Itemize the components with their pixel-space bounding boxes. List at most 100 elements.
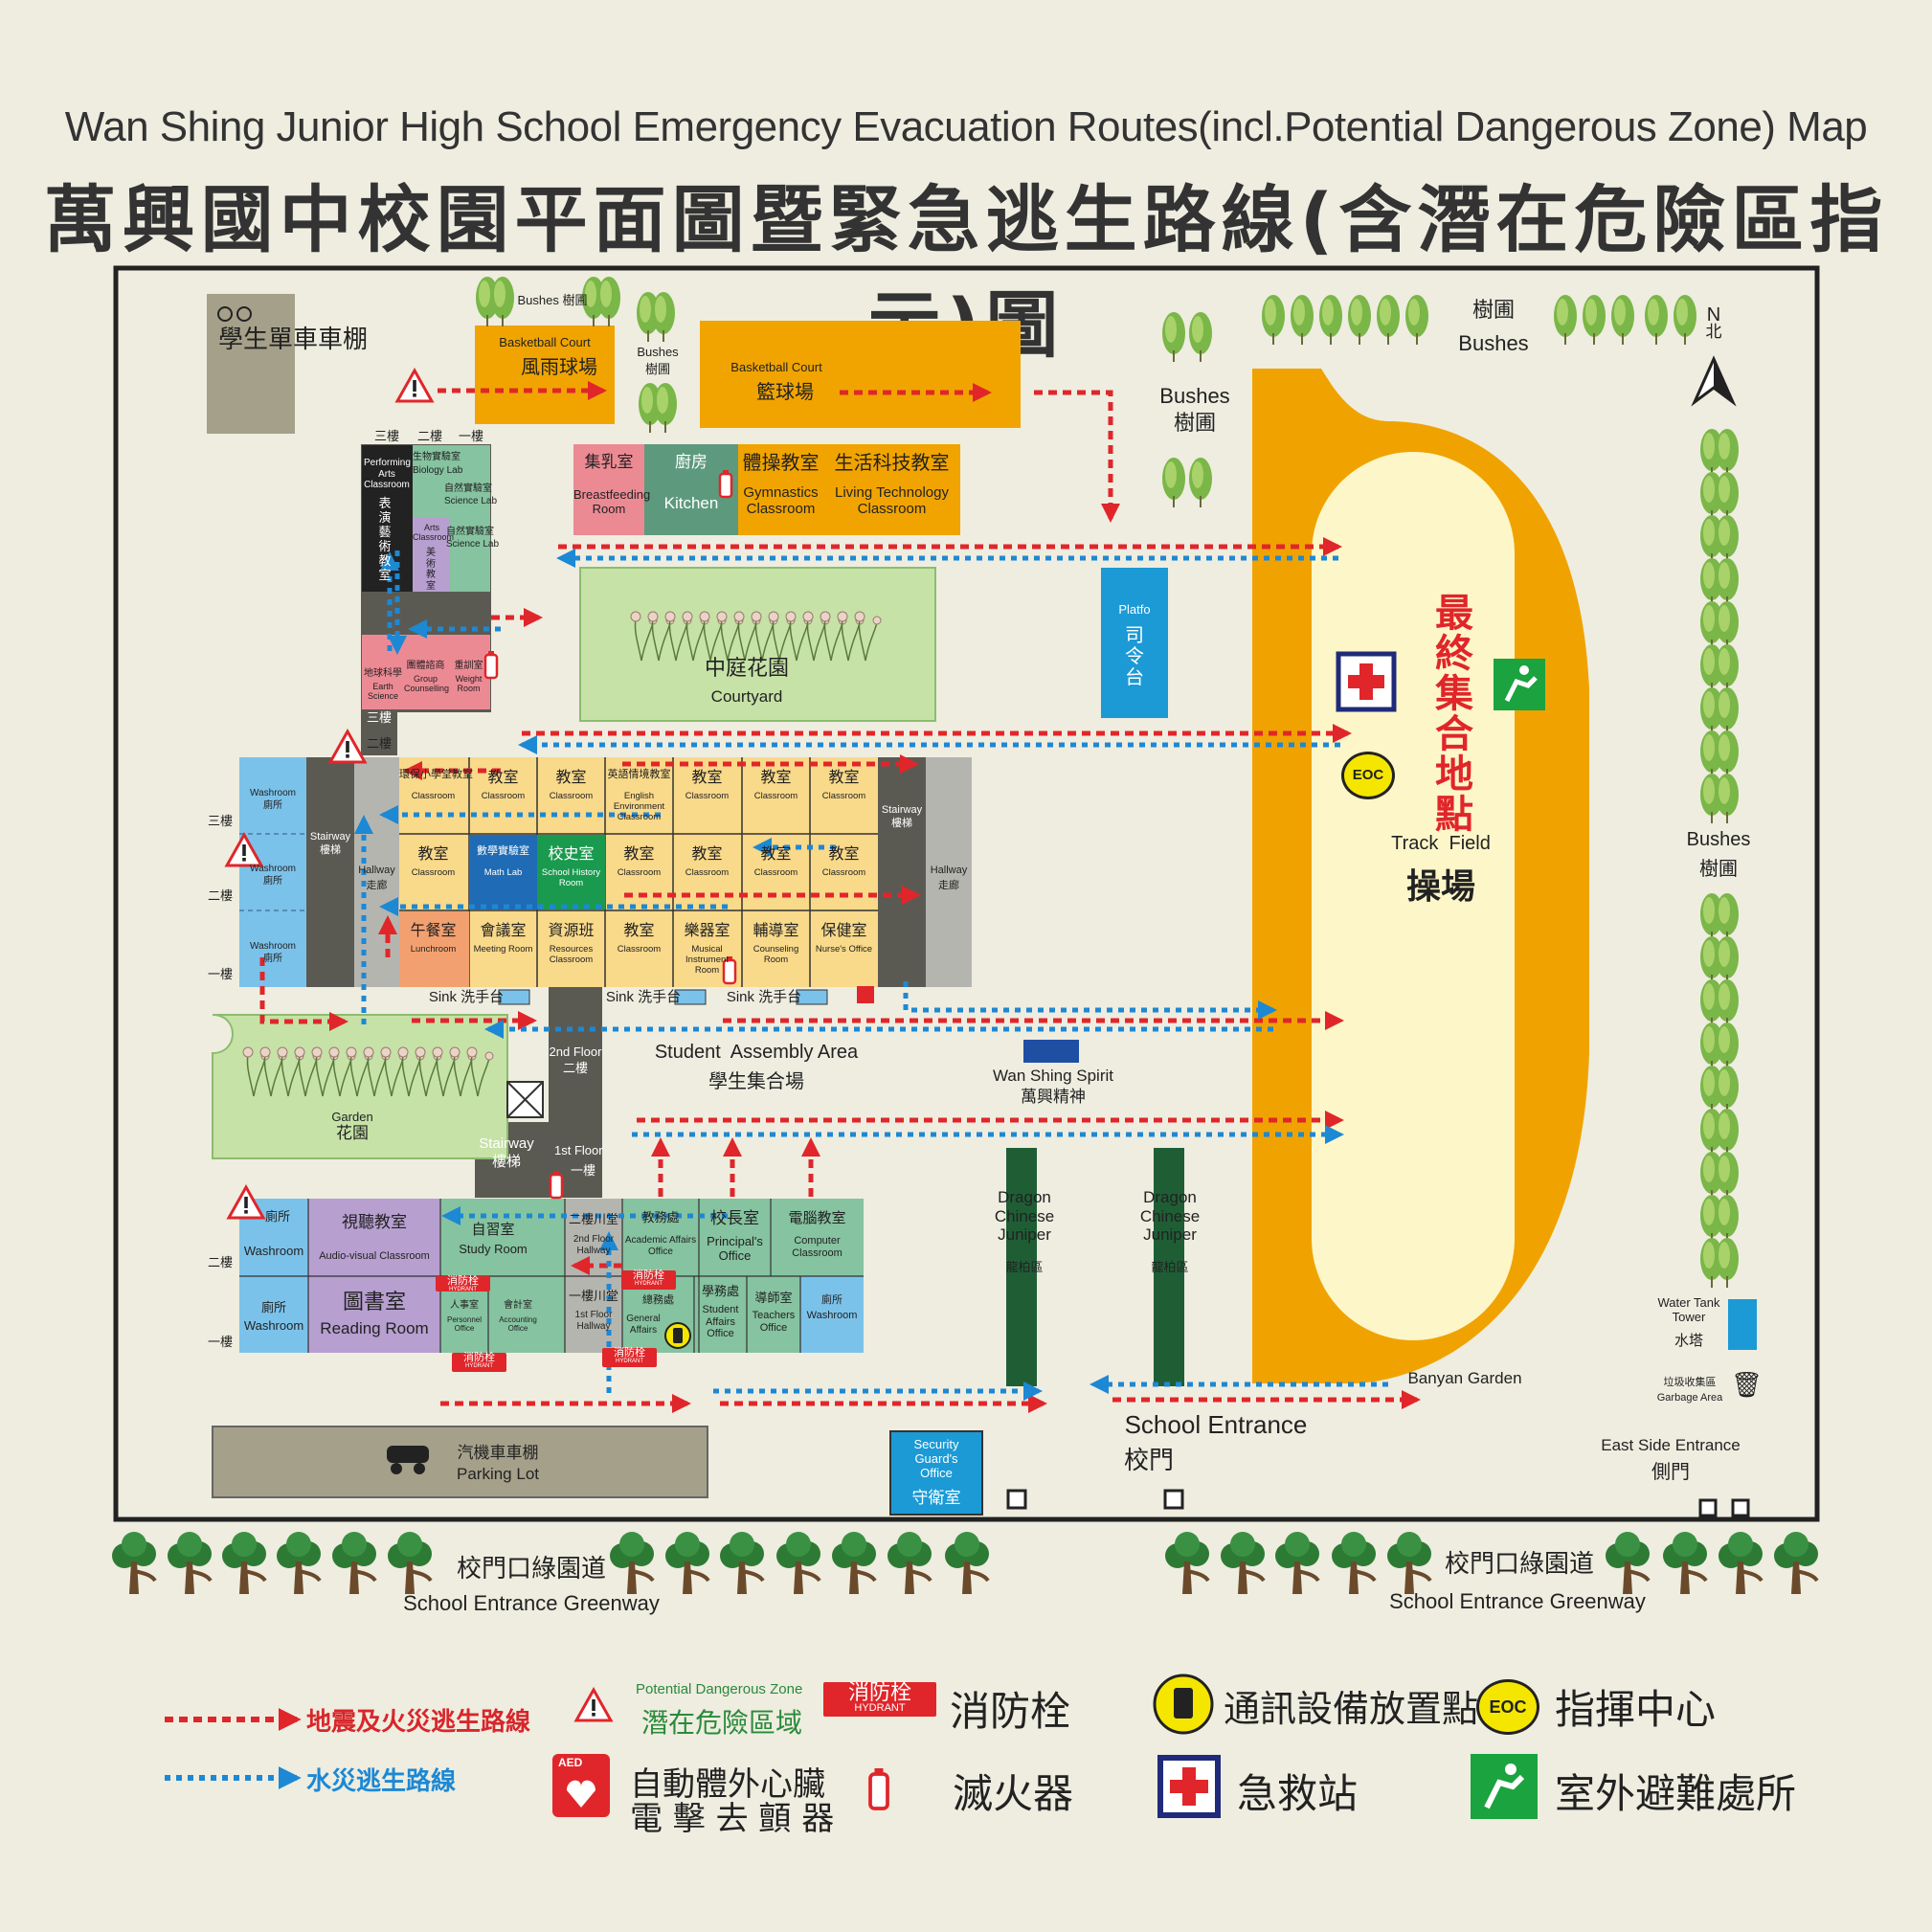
hall-1f-en: 1st Floor (554, 1143, 603, 1157)
bush-icon (1715, 514, 1740, 566)
classroom-row3-3-zh: 英語情境教室 (607, 768, 671, 780)
sb-floor-1: 一樓 (207, 1336, 233, 1350)
stair-label-3f: 三樓 (366, 711, 392, 726)
classroom-row2-4-zh: 教室 (691, 844, 723, 863)
hall-2f-en: 2nd Floor (549, 1045, 602, 1059)
computer-en: Computer Classroom (792, 1235, 842, 1259)
classroom-row3-5-zh: 教室 (760, 768, 792, 786)
bush-icon (1715, 686, 1740, 738)
entrance-en: School Entrance (1124, 1410, 1308, 1439)
living-tech-en: Living Technology Classroom (835, 484, 949, 518)
sb-washroom-2f-en: Washroom (243, 1244, 304, 1258)
legend-eoc-icon: EOC (1476, 1679, 1539, 1735)
reading-room-zh: 圖書室 (342, 1291, 406, 1314)
bush-icon (1715, 1151, 1740, 1202)
tree-icon (110, 1530, 158, 1596)
classroom-row3-4-zh: 教室 (691, 768, 723, 786)
greenway-2-zh: 校門口綠園道 (1444, 1550, 1594, 1579)
parking-zh: 汽機車車棚 (457, 1444, 539, 1463)
tree-icon (943, 1530, 991, 1596)
north-letter: N (1706, 304, 1721, 326)
stairway-lower-zh: 樓梯 (491, 1153, 521, 1170)
sb-washroom-2f-zh: 廁所 (264, 1210, 290, 1224)
tree-icon (1772, 1530, 1820, 1596)
east-entrance-en: East Side Entrance (1601, 1436, 1741, 1454)
hall2-en: 2nd Floor Hallway (573, 1234, 615, 1256)
juniper-2-zh: 龍柏區 (1151, 1261, 1189, 1275)
guard-en: Security Guard's Office (913, 1437, 959, 1480)
legend-eoc: 指揮中心 (1555, 1686, 1717, 1733)
washroom2-en: Washroom (806, 1310, 858, 1321)
juniper-1-en: Dragon Chinese Juniper (994, 1188, 1055, 1245)
classroom-row3-6-zh: 教室 (828, 768, 860, 786)
classroom-row3-5-en: Classroom (753, 791, 798, 801)
spirit-en: Wan Shing Spirit (993, 1067, 1113, 1085)
classroom-row2-0-zh: 教室 (417, 844, 449, 863)
east-entrance-zh: 側門 (1651, 1460, 1690, 1483)
juniper-1-zh: 龍柏區 (1005, 1261, 1044, 1275)
teachers-zh: 導師室 (754, 1292, 793, 1306)
tree-icon (718, 1530, 766, 1596)
classroom-row2-5-en: Classroom (753, 867, 798, 878)
classroom-row2-4-en: Classroom (685, 867, 730, 878)
washroom-1f-en: Washroom (250, 941, 296, 952)
hallway-east-zh: 走廊 (938, 879, 959, 891)
washroom-2f-en: Washroom (250, 864, 296, 874)
bush-icon (1715, 892, 1740, 944)
classroom-row3-2-en: Classroom (549, 791, 594, 801)
kitchen-zh: 廚房 (675, 453, 708, 472)
sb-washroom-1f-en: Washroom (243, 1318, 304, 1333)
group-counselling-en: Group Counselling (404, 674, 450, 694)
tree-icon (886, 1530, 933, 1596)
mb-floor-1: 一樓 (207, 968, 233, 982)
kitchen-en: Kitchen (663, 494, 719, 512)
bushes-label-3: Bushes (1458, 331, 1529, 355)
classroom-row1-4-zh: 樂器室 (684, 921, 730, 939)
classroom-row2-1-en: Math Lab (483, 867, 523, 878)
track-field-en: Track Field (1391, 833, 1491, 854)
classroom-row1-2-zh: 資源班 (548, 921, 595, 939)
classroom-row3-6-en: Classroom (821, 791, 866, 801)
mb-floor-2: 二樓 (207, 889, 233, 904)
bushes-label-1: Bushes (637, 345, 679, 359)
legend-earthquake-fire: 地震及火災逃生路線 (306, 1708, 531, 1737)
bushes-label-4-zh: 樹圃 (1699, 857, 1738, 880)
juniper-2-en: Dragon Chinese Juniper (1139, 1188, 1201, 1245)
tree-icon (386, 1530, 434, 1596)
bushes-label-3-zh: 樹圃 (1471, 299, 1515, 323)
basketball-court-1-zh: 風雨球場 (521, 355, 597, 378)
legend-aed-line2: 電 擊 去 顫 器 (630, 1800, 835, 1838)
tree-icon (166, 1530, 213, 1596)
breastfeeding-en: Breastfeeding Room (573, 487, 651, 516)
classroom-row2-6-en: Classroom (821, 867, 866, 878)
bush-icon (1715, 978, 1740, 1030)
classroom-row1-5-zh: 輔導室 (753, 921, 799, 939)
tree-icon (1163, 1530, 1211, 1596)
stair-label-2f: 二樓 (366, 737, 392, 752)
stairway-lower-en: Stairway (479, 1135, 534, 1152)
tree-icon (830, 1530, 878, 1596)
science-lab-1-zh: 自然實驗室 (444, 483, 492, 494)
classroom-row2-3-zh: 教室 (623, 844, 655, 863)
platform-en: Platfo (1118, 602, 1151, 617)
legend-comm: 通訊設備放置點 (1224, 1688, 1479, 1730)
greenway-2-en: School Entrance Greenway (1389, 1589, 1646, 1613)
bush-icon (1715, 428, 1740, 480)
science-lab-2-zh: 自然實驗室 (446, 527, 494, 537)
water-tank-zh: 水塔 (1674, 1332, 1703, 1349)
hall2-zh: 二樓川堂 (568, 1213, 618, 1227)
bushes-label-4: Bushes (1686, 829, 1751, 850)
assembly-area-en: Student Assembly Area (654, 1042, 859, 1063)
tree-icon (330, 1530, 378, 1596)
arts-classroom-en: Arts Classroom (413, 523, 455, 543)
student-affairs-en: Student Affairs Office (702, 1304, 739, 1340)
classroom-row3-3-en: English Environment Classroom (613, 791, 665, 822)
bush-icon (1715, 643, 1740, 695)
platform-zh: 司令台 (1125, 623, 1144, 688)
classroom-row1-0-zh: 午餐室 (410, 921, 457, 939)
banyan-en: Banyan Garden (1407, 1369, 1522, 1387)
hallway-west-zh: 走廊 (366, 879, 388, 891)
bush-icon (1715, 1194, 1740, 1246)
assembly-area-zh: 學生集合場 (708, 1069, 804, 1092)
legend-aed-icon-label: AED (558, 1756, 583, 1769)
